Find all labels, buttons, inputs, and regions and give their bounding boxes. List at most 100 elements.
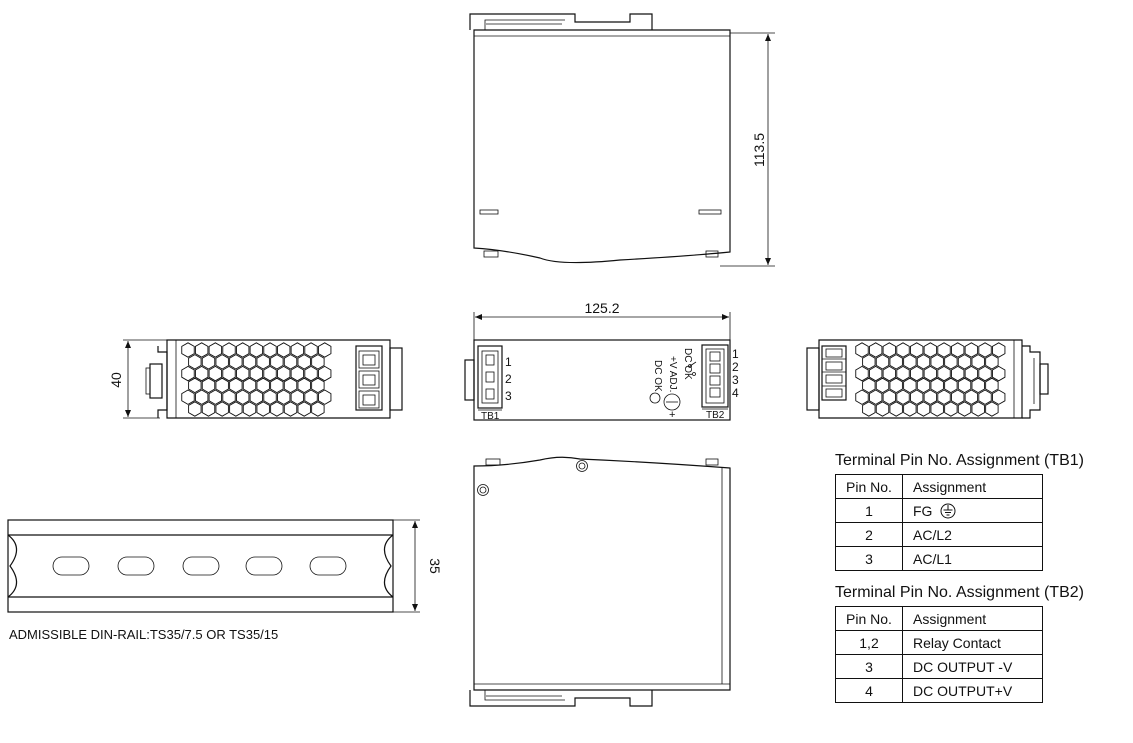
vent-hole <box>311 377 325 394</box>
vent-hole <box>875 354 890 370</box>
tb2-label: TB2 <box>706 410 725 421</box>
vent-hole <box>875 401 890 417</box>
vent-hole <box>283 401 298 417</box>
vent-hole <box>236 389 250 405</box>
vent-hole <box>188 354 202 370</box>
dc-ok-led-label: DC OK <box>652 360 663 392</box>
vent-hole <box>896 389 910 405</box>
vent-hole <box>923 342 938 358</box>
vent-hole <box>229 377 243 394</box>
vent-hole <box>862 354 876 370</box>
vent-hole <box>188 377 202 394</box>
vent-hole <box>889 401 903 417</box>
top-view: 113.5 <box>469 13 775 267</box>
vent-hole <box>222 342 236 358</box>
vent-hole <box>930 401 944 417</box>
vent-hole <box>944 354 958 370</box>
vent-hole <box>875 377 890 394</box>
vent-hole <box>318 389 332 405</box>
dim-top-height: 113.5 <box>751 133 767 167</box>
vent-hole <box>304 342 318 358</box>
vent-hole <box>297 377 311 394</box>
vent-hole <box>985 401 999 417</box>
vent-hole <box>889 377 903 394</box>
vent-grid-right <box>855 342 1006 417</box>
vent-hole <box>992 389 1006 405</box>
vent-hole <box>951 389 965 405</box>
pin-no: 3 <box>835 546 903 571</box>
vent-hole <box>910 365 924 382</box>
assignment: AC/L1 <box>902 546 1043 571</box>
vent-hole <box>985 354 999 370</box>
dc-ok-relay-label: DC OK <box>682 348 693 380</box>
vent-hole <box>249 365 264 382</box>
din-rail-note: ADMISSIBLE DIN-RAIL:TS35/7.5 OR TS35/15 <box>9 627 279 642</box>
vent-hole <box>277 342 291 358</box>
table-row: 1 FG <box>835 498 1043 523</box>
vent-hole <box>256 401 270 417</box>
dc-ok-led-icon <box>649 392 661 404</box>
vent-hole <box>992 365 1006 382</box>
vent-hole <box>236 365 250 382</box>
vent-hole <box>194 389 209 405</box>
vent-hole <box>978 342 992 358</box>
vent-hole <box>181 365 195 382</box>
vent-hole <box>855 342 869 358</box>
vent-hole <box>910 342 924 358</box>
header-pin-no: Pin No. <box>835 474 903 499</box>
header-assignment: Assignment <box>902 474 1043 499</box>
vent-hole <box>215 354 229 370</box>
vent-hole <box>188 401 202 417</box>
vadj-plus: + <box>669 409 675 421</box>
vent-hole <box>283 354 298 370</box>
vent-hole <box>208 389 223 405</box>
dim-side-height: 40 <box>108 372 124 388</box>
vent-hole <box>964 342 979 358</box>
vent-hole <box>229 354 243 370</box>
tb2-pin-2: 2 <box>732 360 739 374</box>
vent-hole <box>297 354 311 370</box>
vent-hole <box>889 354 903 370</box>
table-row: 2 AC/L2 <box>835 522 1043 547</box>
vent-hole <box>930 377 944 394</box>
vent-hole <box>992 342 1006 358</box>
left-side-view: 40 <box>108 339 403 419</box>
vent-hole <box>277 389 291 405</box>
vent-hole <box>964 365 979 382</box>
bottom-view <box>469 456 731 707</box>
vent-hole <box>256 354 270 370</box>
vent-hole <box>297 401 311 417</box>
tb1-pin-2: 2 <box>505 372 512 386</box>
front-view: TB1 1 2 3 TB2 1 2 3 4 DC OK +V ADJ. DC O… <box>464 300 739 422</box>
vent-hole <box>916 377 931 394</box>
vent-hole <box>944 401 958 417</box>
tb2-pin-table: Pin No. Assignment 1,2 Relay Contact 3 D… <box>835 606 1043 703</box>
pin-no: 1 <box>835 498 903 523</box>
pin-no: 4 <box>835 678 903 703</box>
pin-no: 1,2 <box>835 630 903 655</box>
tb2-pin-3: 3 <box>732 373 739 387</box>
vent-hole <box>855 365 869 382</box>
vent-hole <box>201 354 216 370</box>
vent-hole <box>263 365 277 382</box>
tb2-pin-1: 1 <box>732 347 739 361</box>
pin-no: 2 <box>835 522 903 547</box>
vent-hole <box>277 365 291 382</box>
vent-hole <box>957 401 972 417</box>
vent-hole <box>215 377 229 394</box>
assignment: DC OUTPUT+V <box>902 678 1043 703</box>
ground-symbol-icon <box>940 503 956 518</box>
tb1-pin-table: Pin No. Assignment 1 FG 2 AC/L2 3 AC/L1 <box>835 474 1043 571</box>
vent-hole <box>222 389 236 405</box>
vent-hole <box>978 365 992 382</box>
vent-hole <box>194 365 209 382</box>
vent-hole <box>242 354 257 370</box>
vent-hole <box>311 354 325 370</box>
vent-hole <box>318 342 332 358</box>
vent-grid-left <box>181 342 332 417</box>
table-row: 3 AC/L1 <box>835 546 1043 571</box>
vent-hole <box>923 389 938 405</box>
vent-hole <box>868 389 883 405</box>
vent-hole <box>249 342 264 358</box>
